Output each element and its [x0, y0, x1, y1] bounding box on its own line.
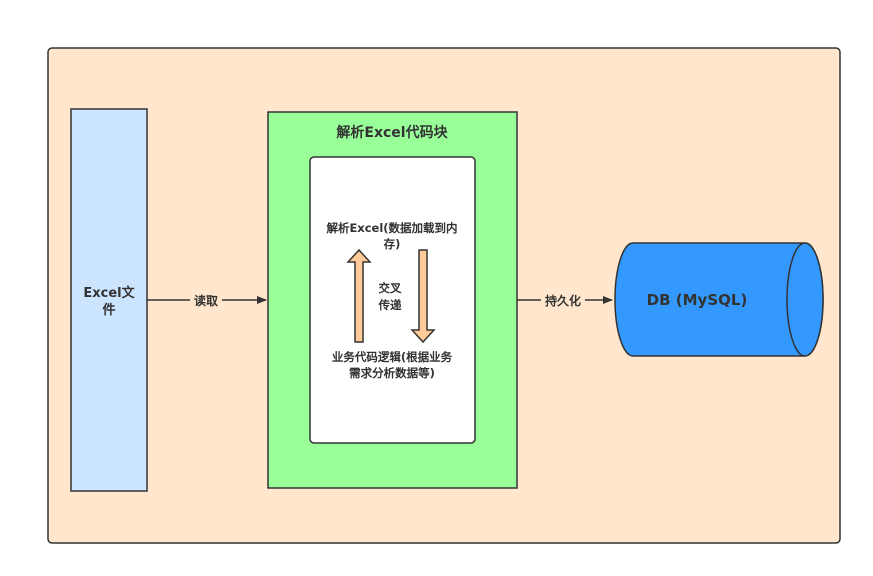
down-arrow-icon: [410, 249, 436, 344]
exchange-label-2: 传递: [378, 298, 402, 312]
read-edge-label: 读取: [194, 293, 218, 308]
inner-box[interactable]: [309, 156, 476, 444]
parse-block-title: 解析Excel代码块: [336, 124, 448, 141]
excel-file-box[interactable]: [70, 108, 148, 492]
parse-step-line1: 解析Excel(数据加载到内: [326, 221, 457, 235]
db-cylinder[interactable]: [614, 242, 824, 357]
excel-file-label-1: Excel文: [83, 285, 135, 301]
db-label: DB (MySQL): [647, 291, 748, 309]
persist-edge-label: 持久化: [545, 293, 581, 308]
exchange-label-1: 交叉: [379, 281, 402, 295]
business-logic-line1: 业务代码逻辑(根据业务: [332, 350, 453, 364]
up-arrow-icon: [346, 248, 372, 343]
business-logic-line2: 需求分析数据等): [349, 366, 435, 380]
parse-step-line2: 存): [384, 237, 401, 251]
excel-file-label-2: 件: [102, 302, 115, 318]
